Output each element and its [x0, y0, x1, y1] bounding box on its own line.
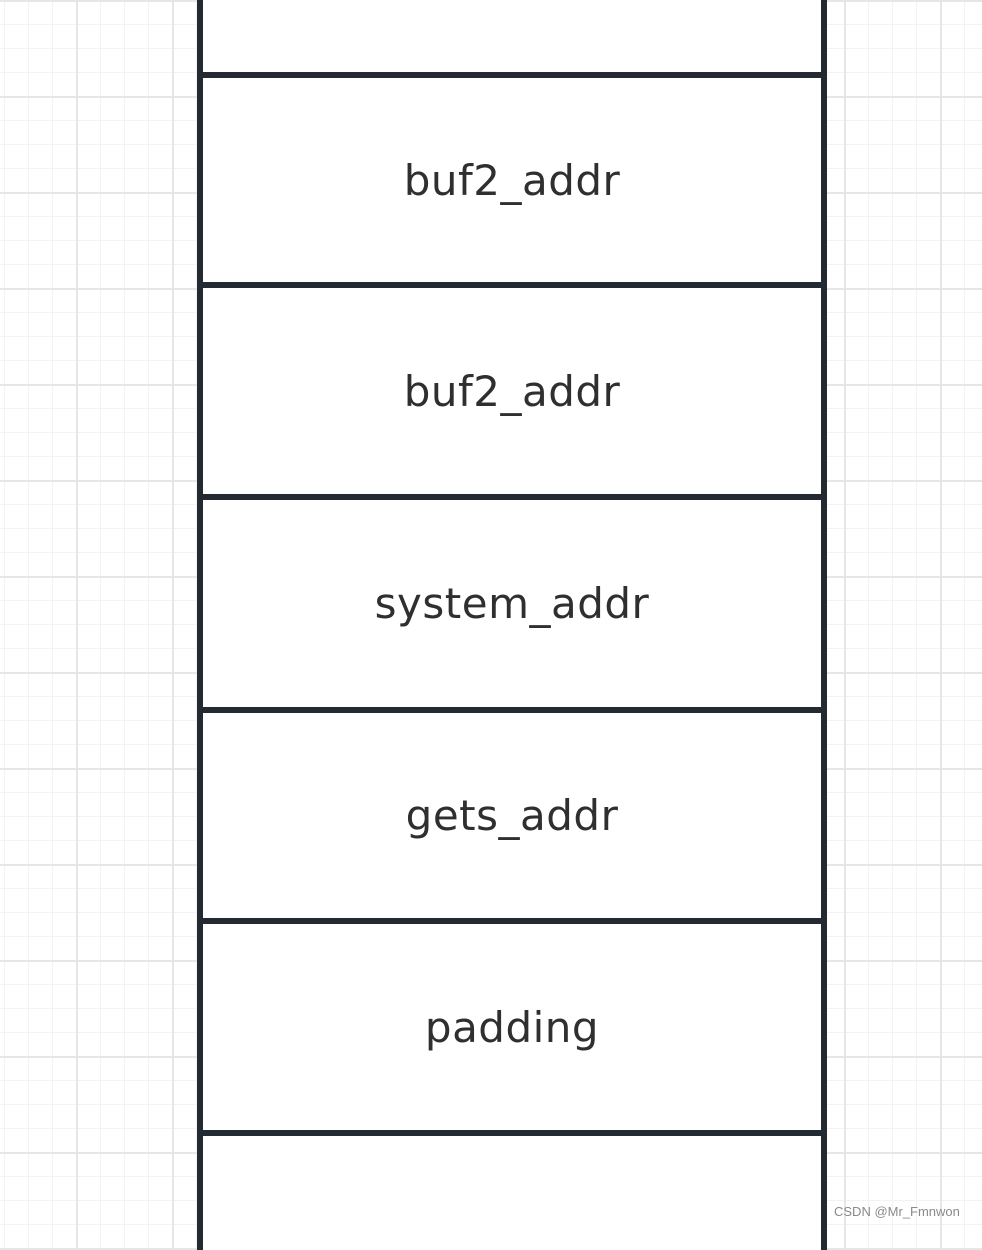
watermark: CSDN @Mr_Fmnwon — [834, 1204, 960, 1219]
stack-divider — [203, 918, 821, 924]
stack-cell-system-addr: system_addr — [374, 579, 650, 628]
stack-divider — [203, 707, 821, 713]
stack-divider — [203, 72, 821, 78]
stack-cell-top-empty — [203, 0, 821, 72]
stack-divider — [203, 1130, 821, 1136]
stack-divider — [203, 494, 821, 500]
stack-cell-buf2-addr-1: buf2_addr — [403, 155, 621, 205]
stack-cell-gets-addr: gets_addr — [405, 791, 619, 840]
stack-cell-bottom-empty — [203, 1136, 821, 1250]
stack-diagram: buf2_addr buf2_addr system_addr gets_add… — [197, 0, 827, 1250]
stack-cell-padding: padding — [424, 1002, 600, 1052]
stack-divider — [203, 282, 821, 288]
stack-cell-buf2-addr-2: buf2_addr — [403, 366, 621, 416]
